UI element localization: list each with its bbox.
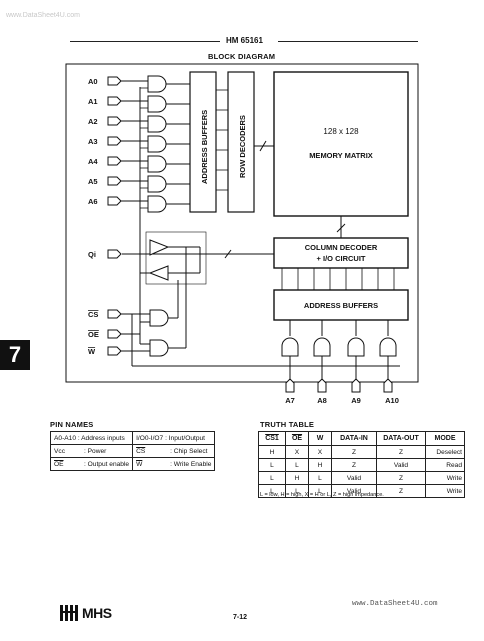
diagram-frame: [65, 63, 419, 383]
table-cell: Valid: [331, 484, 377, 498]
pin-label-a10: A10: [385, 396, 399, 405]
row-decoders-label: ROW DECODERS: [238, 115, 247, 178]
watermark-bottom: www.DataSheet4U.com: [352, 600, 438, 608]
pin-label-a4: A4: [88, 157, 98, 166]
pin-cell: Vcc : Power: [49, 444, 134, 458]
pin-cell: W : Write Enable: [132, 457, 216, 471]
column-decoder-label: COLUMN DECODER: [305, 243, 378, 252]
pin-name: A0-A10: [54, 434, 76, 442]
table-row: OE : Output enable W : Write Enable: [49, 457, 216, 471]
memory-matrix-label: MEMORY MATRIX: [309, 151, 373, 160]
address-buffers-vertical-label: ADDRESS BUFFERS: [200, 110, 209, 184]
pin-cell: CS : Chip Select: [132, 444, 216, 458]
pin-name: W: [136, 460, 143, 468]
table-row: L L L Valid Z Write: [258, 484, 465, 498]
io-circuit-label: + I/O CIRCUIT: [317, 254, 366, 263]
table-cell: Z: [376, 471, 426, 485]
table-cell: L: [258, 458, 286, 472]
truth-table-title: TRUTH TABLE: [260, 420, 315, 429]
memory-size-label: 128 x 128: [323, 127, 359, 136]
pin-cell: A0-A10 : Address inputs: [49, 431, 134, 445]
pin-label-qi: Qi: [88, 250, 96, 259]
col-header: W: [308, 431, 332, 446]
table-header-row: CS1 OE W DATA-IN DATA-OUT MODE: [258, 431, 465, 446]
table-row: Vcc : Power CS : Chip Select: [49, 444, 216, 458]
pin-names-table: A0-A10 : Address inputs I/O0-I/O7 : Inpu…: [49, 431, 216, 471]
block-diagram: A0 A1 A2 A3 A4 A5 A6 Qi CS OE W ADDRESS …: [65, 63, 419, 405]
pin-label-a9: A9: [351, 396, 361, 405]
table-cell: Valid: [376, 458, 426, 472]
table-cell: H: [285, 471, 309, 485]
pin-label-a2: A2: [88, 117, 98, 126]
pin-label-a1: A1: [88, 97, 98, 106]
col-header: MODE: [425, 431, 465, 446]
pin-desc: : Chip Select: [170, 447, 208, 455]
table-cell: Write: [425, 471, 465, 485]
header-rule-left: [70, 41, 220, 42]
address-buffers-block: [189, 71, 217, 213]
table-cell: H: [308, 458, 332, 472]
pin-label-a8: A8: [317, 396, 327, 405]
pin-desc: : Output enable: [84, 460, 130, 468]
pin-label-a6: A6: [88, 197, 98, 206]
table-cell: Z: [331, 445, 377, 459]
pin-label-a0: A0: [88, 77, 98, 86]
pin-names-title: PIN NAMES: [50, 420, 94, 429]
table-cell: Valid: [331, 471, 377, 485]
address-buffers-horizontal-label: ADDRESS BUFFERS: [304, 301, 378, 310]
col-header: CS1: [258, 431, 286, 446]
pin-label-oe: OE: [88, 330, 99, 339]
pin-desc: : Input/Output: [165, 434, 206, 442]
memory-matrix-block: [273, 71, 409, 217]
table-cell: X: [285, 445, 309, 459]
table-row: A0-A10 : Address inputs I/O0-I/O7 : Inpu…: [49, 431, 216, 445]
row-address-inputs: [107, 75, 190, 330]
address-buffers-horizontal-block: [273, 289, 409, 321]
truth-table: CS1 OE W DATA-IN DATA-OUT MODE H X X Z Z…: [258, 431, 465, 498]
pin-name: I/O0-I/O7: [136, 434, 164, 442]
pin-label-cs: CS: [88, 310, 98, 319]
table-row: L H L Valid Z Write: [258, 471, 465, 485]
watermark-top: www.DataSheet4U.com: [6, 12, 80, 19]
table-cell: Deselect: [425, 445, 465, 459]
logo-mark-icon: [60, 605, 78, 621]
table-cell: L: [258, 471, 286, 485]
col-header: DATA-IN: [331, 431, 377, 446]
page-number: 7-12: [233, 614, 248, 621]
pin-label-a5: A5: [88, 177, 98, 186]
pin-name: Vcc: [54, 447, 65, 455]
table-cell: Write: [425, 484, 465, 498]
table-cell: L: [285, 458, 309, 472]
table-row: H X X Z Z Deselect: [258, 445, 465, 459]
pin-cell: I/O0-I/O7 : Input/Output: [132, 431, 216, 445]
pin-name: CS: [136, 447, 146, 455]
row-decoders-block: [227, 71, 255, 213]
table-cell: X: [308, 445, 332, 459]
pin-name: OE: [54, 460, 64, 468]
mhs-logo: MHS: [60, 604, 120, 622]
table-cell: Z: [331, 458, 377, 472]
truth-table-footnote: L = low, H = high, X = H or L, Z = high …: [260, 492, 384, 498]
col-header: OE: [285, 431, 309, 446]
pin-desc: : Write Enable: [170, 460, 212, 468]
chapter-tab: 7: [0, 340, 30, 370]
pin-cell: OE : Output enable: [49, 457, 134, 471]
table-cell: L: [308, 471, 332, 485]
block-diagram-title: BLOCK DIAGRAM: [208, 52, 276, 61]
pin-label-a3: A3: [88, 137, 98, 146]
pin-desc: : Address inputs: [77, 434, 125, 442]
pin-desc: : Power: [84, 447, 107, 455]
logo-text: MHS: [82, 605, 112, 621]
table-row: L L H Z Valid Read: [258, 458, 465, 472]
table-cell: Read: [425, 458, 465, 472]
table-cell: Z: [376, 445, 426, 459]
header-rule-right: [278, 41, 418, 42]
col-header: DATA-OUT: [376, 431, 426, 446]
part-number: HM 65161: [226, 36, 263, 45]
pin-label-a7: A7: [285, 396, 295, 405]
table-cell: H: [258, 445, 286, 459]
pin-label-w: W: [88, 347, 96, 356]
